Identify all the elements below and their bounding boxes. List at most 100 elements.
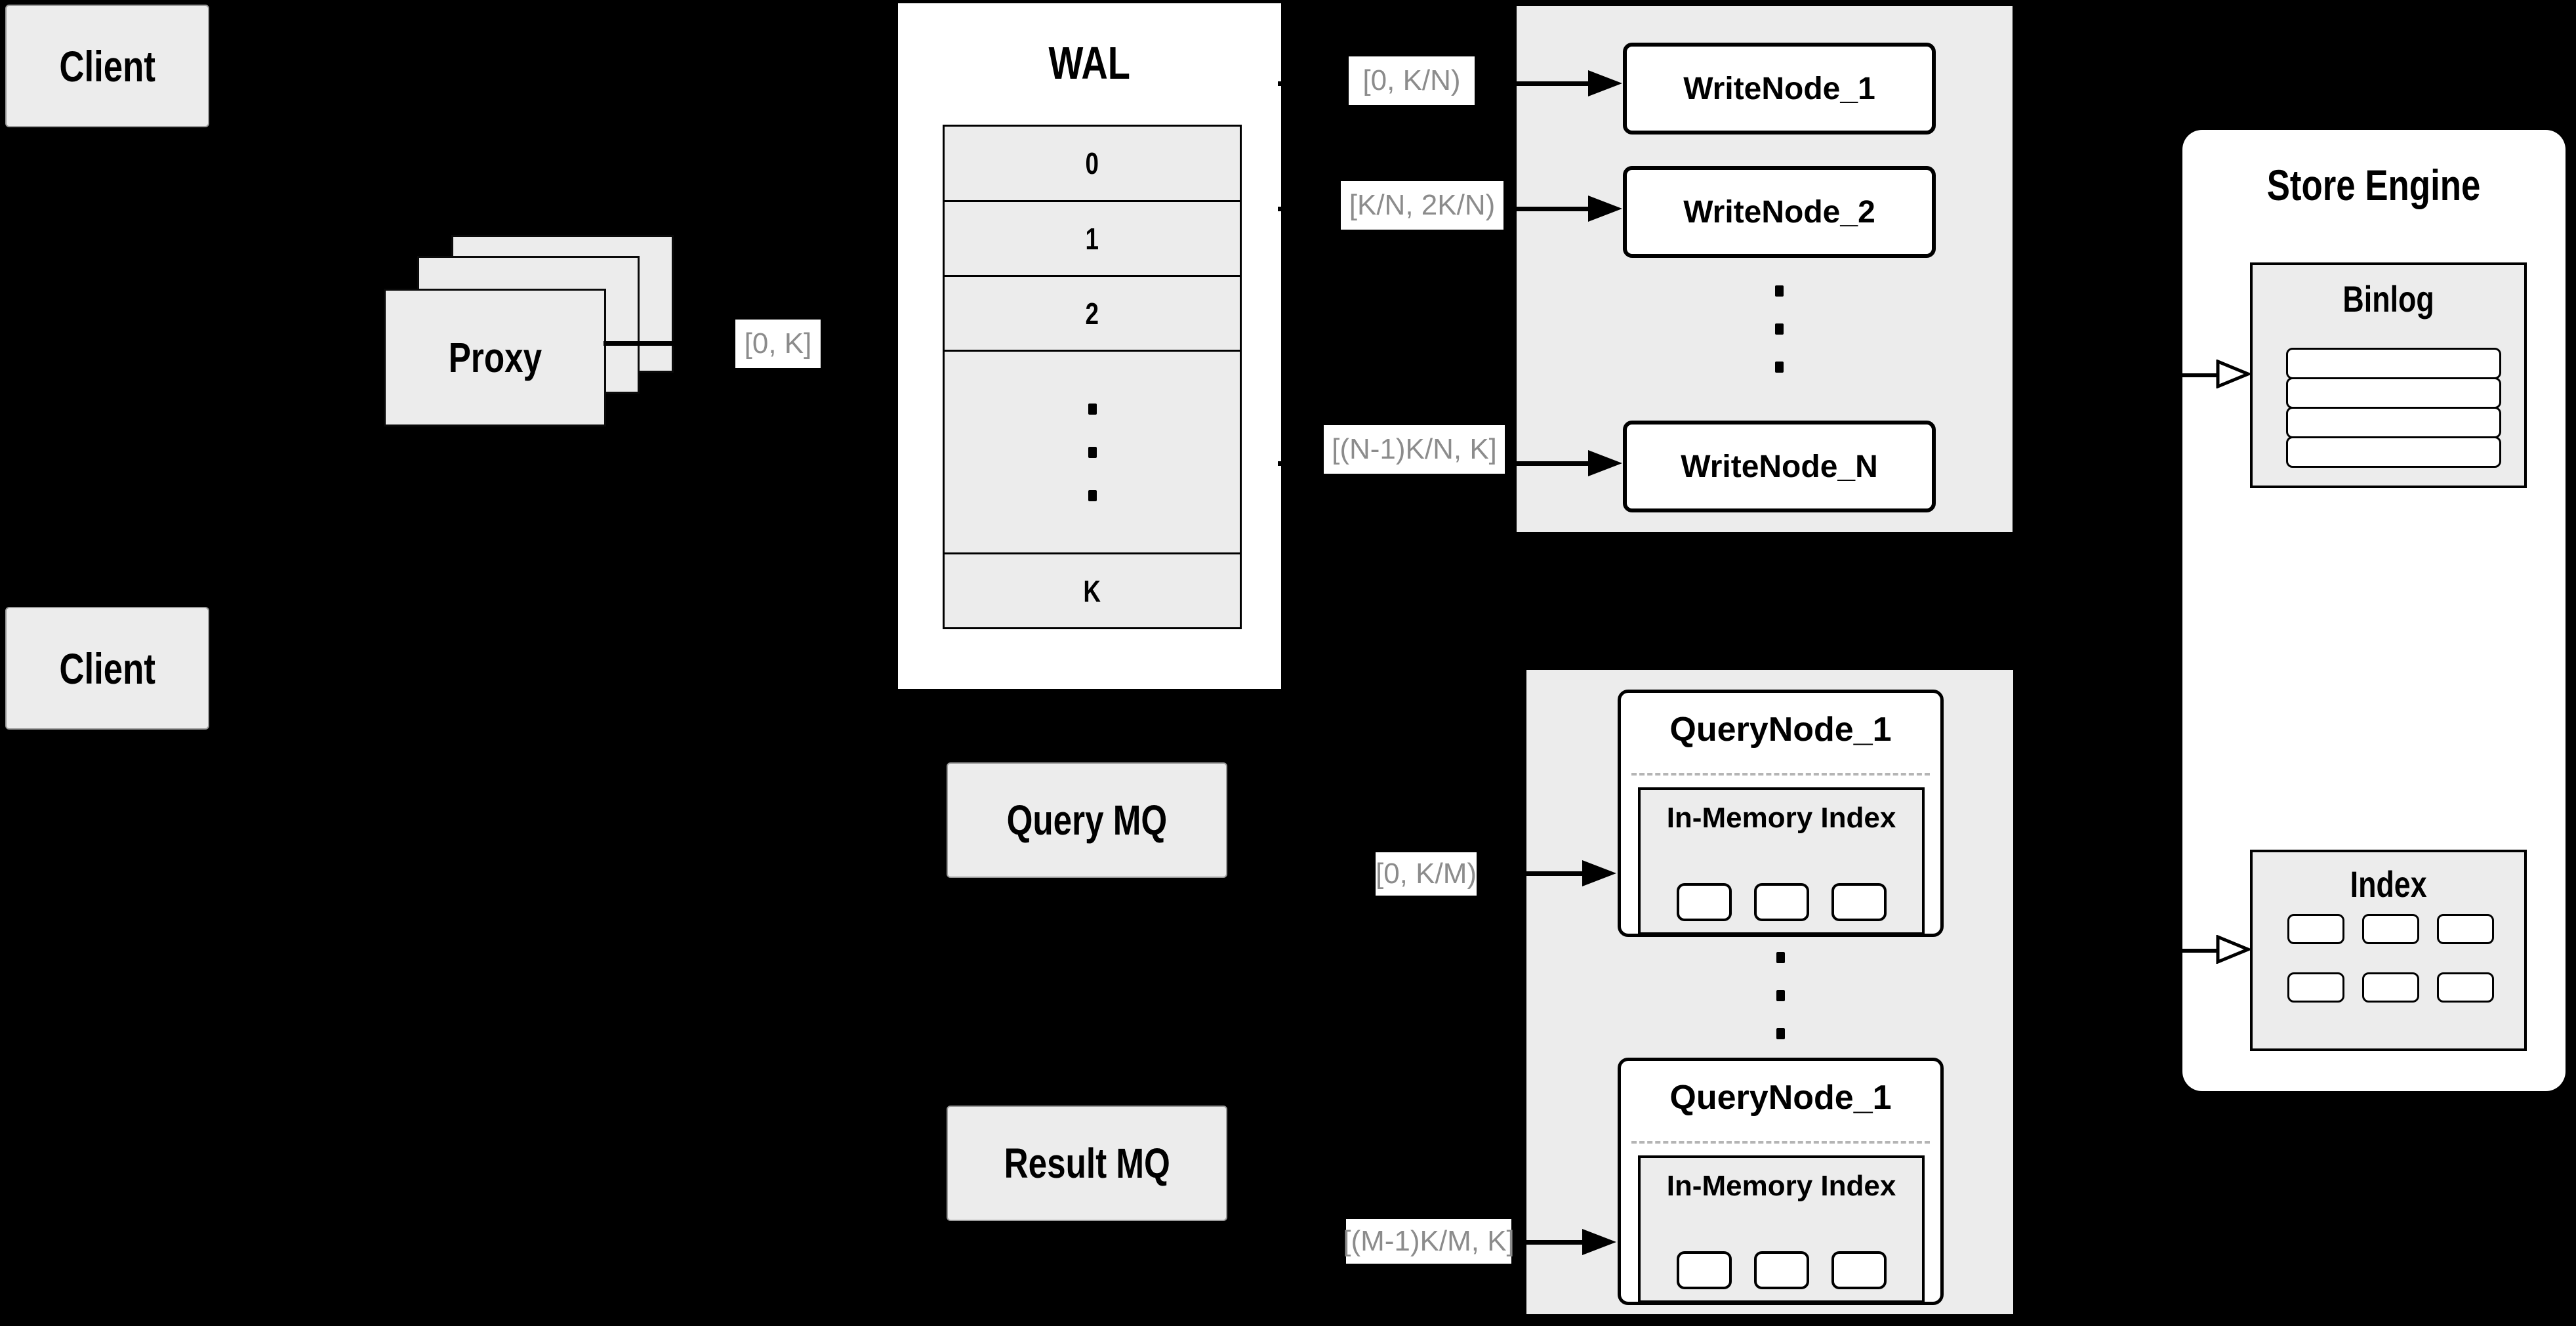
binlog-row — [2286, 407, 2501, 438]
index-cell — [2437, 972, 2494, 1003]
querynode-1-inmemory-title-wrap: In-Memory Index — [1641, 797, 1922, 840]
proxy-label: Proxy — [448, 334, 542, 381]
store-engine-title: Store Engine — [2267, 161, 2481, 209]
range-chip-query-m: [(M-1)K/M, K] — [1343, 1219, 1515, 1264]
querynode-1-inmemory-box: In-Memory Index — [1638, 787, 1925, 935]
dot — [1088, 446, 1097, 458]
store-engine-title-wrap: Store Engine — [2182, 148, 2566, 222]
query-mq-label: Query MQ — [1006, 797, 1168, 844]
writenode-n-box: WriteNode_N — [1623, 421, 1936, 512]
index-cell — [2362, 914, 2419, 944]
querynode-1-box: QueryNode_1 In-Memory Index — [1618, 690, 1944, 937]
range-chip-query-1-label: [0, K/M) — [1375, 858, 1477, 890]
wal-segment-k: K — [943, 552, 1242, 629]
range-chip-write-2-label: [K/N, 2K/N) — [1349, 189, 1496, 221]
segment-cell — [1831, 883, 1887, 921]
querynode-1-inmemory-title: In-Memory Index — [1666, 802, 1896, 834]
range-chip-write-1: [0, K/N) — [1349, 56, 1475, 105]
wal-segment-2: 2 — [943, 275, 1242, 352]
range-chip-proxy: [0, K] — [735, 320, 821, 368]
writenode-1-box: WriteNode_1 — [1623, 43, 1936, 135]
result-mq-label: Result MQ — [1004, 1140, 1170, 1187]
wal-box: WAL 0 1 2 K — [898, 3, 1281, 689]
range-chip-write-n-label: [(N-1)K/N, K] — [1332, 433, 1497, 465]
index-box: Index — [2250, 850, 2527, 1051]
arrow-querynodes-to-index-line — [2125, 949, 2218, 953]
wal-ellipsis-dots — [1088, 403, 1097, 501]
dot — [1776, 990, 1785, 1001]
wal-segment-0: 0 — [943, 125, 1242, 202]
querynode-panel: QueryNode_1 In-Memory Index QueryNo — [1523, 667, 2016, 1317]
segment-cell — [1753, 883, 1809, 921]
writenode-ellipsis-dots — [1775, 285, 1784, 373]
range-chip-write-2: [K/N, 2K/N) — [1341, 181, 1503, 230]
dot — [1775, 362, 1784, 373]
dot — [1776, 952, 1785, 963]
dot — [1775, 323, 1784, 335]
wal-segment-1-label: 1 — [1085, 221, 1099, 256]
arrow-querynodes-to-index-head — [2216, 935, 2250, 964]
range-chip-query-m-label: [(M-1)K/M, K] — [1343, 1225, 1515, 1257]
binlog-row — [2286, 377, 2501, 409]
writenode-1-label: WriteNode_1 — [1683, 71, 1875, 106]
writenode-2-box: WriteNode_2 — [1623, 166, 1936, 258]
wal-segment-k-label: K — [1083, 573, 1101, 608]
index-cells — [2287, 914, 2494, 1003]
querynode-2-inmemory-title-wrap: In-Memory Index — [1641, 1165, 1922, 1208]
querynode-2-divider — [1631, 1141, 1930, 1144]
segment-cell — [1676, 1251, 1732, 1289]
client-top-label: Client — [59, 41, 155, 91]
index-cell — [2287, 914, 2344, 944]
store-engine-box: Store Engine Binlog Index — [2182, 130, 2566, 1091]
binlog-title: Binlog — [2342, 278, 2434, 320]
index-cell — [2437, 914, 2494, 944]
segment-cell — [1753, 1251, 1809, 1289]
client-bottom-label: Client — [59, 644, 155, 693]
result-mq-box: Result MQ — [947, 1106, 1227, 1221]
wal-segment-2-label: 2 — [1085, 296, 1099, 331]
range-chip-query-1: [0, K/M) — [1376, 852, 1477, 896]
writenode-2-label: WriteNode_2 — [1683, 194, 1875, 230]
dot — [1776, 1028, 1785, 1039]
binlog-title-wrap: Binlog — [2253, 272, 2524, 325]
arrow-proxy-to-wal-line — [603, 341, 866, 346]
client-box-bottom: Client — [5, 607, 209, 730]
wal-segment-0-label: 0 — [1085, 146, 1099, 180]
writenode-n-label: WriteNode_N — [1681, 449, 1878, 484]
wal-segment-ellipsis — [943, 350, 1242, 554]
querynode-1-title-wrap: QueryNode_1 — [1621, 702, 1940, 757]
wal-title: WAL — [1048, 37, 1131, 89]
arrow-writenodes-to-binlog-line — [2125, 373, 2218, 377]
querynode-2-box: QueryNode_1 In-Memory Index — [1618, 1058, 1944, 1305]
range-chip-write-n: [(N-1)K/N, K] — [1324, 425, 1505, 474]
querynode-2-title: QueryNode_1 — [1669, 1079, 1892, 1117]
index-cell — [2287, 972, 2344, 1003]
querynode-2-inmemory-title: In-Memory Index — [1666, 1170, 1896, 1202]
querynode-1-divider — [1631, 773, 1930, 776]
segment-cell — [1831, 1251, 1887, 1289]
index-title-wrap: Index — [2253, 858, 2524, 910]
query-mq-box: Query MQ — [947, 762, 1227, 878]
dot — [1088, 489, 1097, 501]
proxy-card-front: Proxy — [384, 289, 606, 426]
binlog-box: Binlog — [2250, 262, 2527, 488]
index-cell — [2362, 972, 2419, 1003]
querynode-2-title-wrap: QueryNode_1 — [1621, 1070, 1940, 1125]
segment-cell — [1676, 883, 1732, 921]
querynode-2-inmemory-box: In-Memory Index — [1638, 1155, 1925, 1303]
querynode-2-segment-cells — [1641, 1251, 1922, 1289]
client-box-top: Client — [5, 5, 209, 127]
arrow-writenodes-to-binlog-head — [2216, 360, 2250, 388]
wal-segment-1: 1 — [943, 200, 1242, 277]
index-title: Index — [2350, 863, 2427, 905]
querynode-1-segment-cells — [1641, 883, 1922, 921]
binlog-row — [2286, 436, 2501, 468]
range-chip-proxy-label: [0, K] — [744, 327, 812, 360]
dot — [1775, 285, 1784, 297]
querynode-1-title: QueryNode_1 — [1669, 711, 1892, 749]
binlog-row — [2286, 348, 2501, 379]
querynode-ellipsis-dots — [1776, 952, 1785, 1039]
dot — [1088, 403, 1097, 415]
wal-title-wrap: WAL — [898, 28, 1281, 97]
